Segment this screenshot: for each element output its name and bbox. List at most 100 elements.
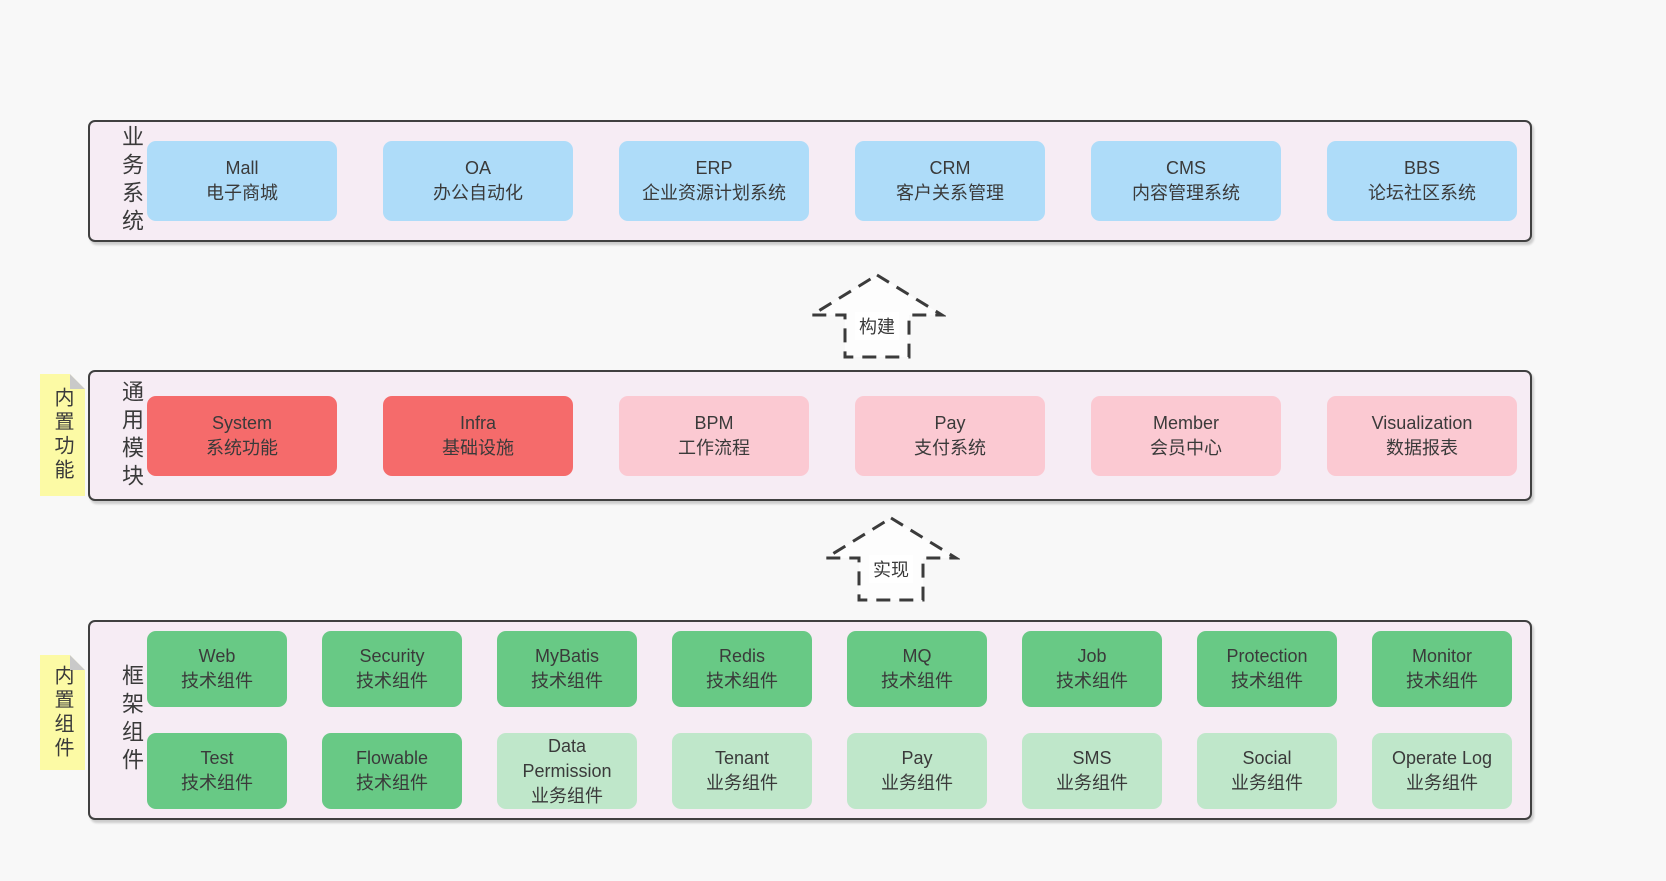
box-subtitle: 业务组件 — [881, 773, 953, 793]
arrow-implement: 实现 — [822, 515, 960, 603]
box-title: Tenant — [714, 748, 770, 768]
box-title: Member — [1152, 412, 1219, 433]
box-title: Pay — [934, 412, 966, 433]
box-subtitle: 支付系统 — [914, 437, 986, 458]
box-subtitle: 数据报表 — [1386, 437, 1458, 458]
layer-boxes: System 系统功能 Infra 基础设施 BPM 工作流程 Pay 支付系统 Member 会… — [147, 395, 1530, 476]
box-subtitle: 业务组件 — [531, 785, 603, 806]
box-subtitle: 技术组件 — [1056, 671, 1128, 691]
box-row: Mall 电子商城 OA 办公自动化 ERP 企业资源计划系统 CRM 客户关系管理 CMS 内容… — [147, 141, 1530, 221]
box-pay: Pay 支付系统 — [855, 395, 1045, 476]
box-operate-log: Operate Log 业务组件 — [1372, 733, 1512, 809]
box-subtitle: 技术组件 — [181, 671, 253, 691]
box-subtitle: 技术组件 — [706, 671, 778, 691]
box-subtitle: 技术组件 — [531, 671, 603, 691]
box-title: Protection — [1226, 646, 1308, 666]
box-member: Member 会员中心 — [1091, 395, 1281, 476]
box-web: Web 技术组件 — [147, 631, 287, 707]
box-social: Social 业务组件 — [1197, 733, 1337, 809]
arrow-implement-label: 实现 — [869, 555, 913, 583]
box-system: System 系统功能 — [147, 395, 337, 476]
box-subtitle: 技术组件 — [1231, 671, 1303, 691]
box-title: MQ — [902, 646, 932, 666]
box-title: Job — [1077, 646, 1107, 666]
box-data-permission: Data Permission 业务组件 — [497, 733, 637, 809]
box-title: BBS — [1403, 158, 1441, 178]
box-cms: CMS 内容管理系统 — [1091, 141, 1281, 221]
box-pay: Pay 业务组件 — [847, 733, 987, 809]
box-row: System 系统功能 Infra 基础设施 BPM 工作流程 Pay 支付系统 Member 会… — [147, 395, 1530, 476]
box-flowable: Flowable 技术组件 — [322, 733, 462, 809]
box-title: SMS — [1072, 748, 1112, 768]
box-subtitle: 办公自动化 — [433, 183, 523, 203]
box-title: Mall — [225, 158, 259, 178]
box-title: Monitor — [1411, 646, 1473, 666]
box-subtitle: 技术组件 — [1406, 671, 1478, 691]
box-job: Job 技术组件 — [1022, 631, 1162, 707]
box-mybatis: MyBatis 技术组件 — [497, 631, 637, 707]
box-title: Security — [359, 646, 425, 666]
layer-common-modules: 通用模块 System 系统功能 Infra 基础设施 BPM 工作流程 Pay 支付系统 Me… — [88, 370, 1532, 501]
box-title: System — [211, 412, 272, 433]
box-test: Test 技术组件 — [147, 733, 287, 809]
box-title: Social — [1242, 748, 1292, 768]
box-subtitle: 技术组件 — [181, 773, 253, 793]
arrow-build: 构建 — [808, 272, 946, 360]
box-protection: Protection 技术组件 — [1197, 631, 1337, 707]
box-erp: ERP 企业资源计划系统 — [619, 141, 809, 221]
box-crm: CRM 客户关系管理 — [855, 141, 1045, 221]
box-tenant: Tenant 业务组件 — [672, 733, 812, 809]
box-visualization: Visualization 数据报表 — [1327, 395, 1517, 476]
box-subtitle: 企业资源计划系统 — [642, 183, 786, 203]
box-title: Operate Log — [1391, 748, 1493, 768]
box-redis: Redis 技术组件 — [672, 631, 812, 707]
box-title: BPM — [694, 412, 734, 433]
box-subtitle: 论坛社区系统 — [1368, 183, 1476, 203]
box-subtitle: 业务组件 — [706, 773, 778, 793]
sticky-note-builtin-components: 内置组件 — [40, 655, 85, 770]
arrow-build-label: 构建 — [855, 312, 899, 340]
box-subtitle: 业务组件 — [1406, 773, 1478, 793]
layer-title: 业务系统 — [119, 125, 144, 237]
box-title: Flowable — [355, 748, 429, 768]
box-security: Security 技术组件 — [322, 631, 462, 707]
box-bbs: BBS 论坛社区系统 — [1327, 141, 1517, 221]
sticky-note-builtin-features: 内置功能 — [40, 374, 85, 496]
box-infra: Infra 基础设施 — [383, 395, 573, 476]
box-monitor: Monitor 技术组件 — [1372, 631, 1512, 707]
box-title: MyBatis — [534, 646, 599, 666]
box-title: OA — [464, 158, 491, 178]
box-subtitle: 技术组件 — [356, 671, 428, 691]
layer-title: 通用模块 — [119, 379, 144, 492]
layer-title: 框架组件 — [119, 664, 144, 776]
box-title: Data Permission — [522, 735, 612, 781]
box-title: CRM — [929, 158, 971, 178]
box-title: Web — [198, 646, 236, 666]
box-title: Redis — [718, 646, 766, 666]
box-subtitle: 业务组件 — [1231, 773, 1303, 793]
box-title: Infra — [459, 412, 497, 433]
box-subtitle: 客户关系管理 — [896, 183, 1004, 203]
layer-boxes: Mall 电子商城 OA 办公自动化 ERP 企业资源计划系统 CRM 客户关系管理 CMS 内容… — [147, 141, 1530, 221]
box-subtitle: 基础设施 — [442, 437, 514, 458]
box-subtitle: 内容管理系统 — [1132, 183, 1240, 203]
box-title: Test — [200, 748, 234, 768]
box-sms: SMS 业务组件 — [1022, 733, 1162, 809]
box-subtitle: 会员中心 — [1150, 437, 1222, 458]
box-mall: Mall 电子商城 — [147, 141, 337, 221]
box-title: ERP — [695, 158, 733, 178]
box-subtitle: 工作流程 — [678, 437, 750, 458]
box-title: Pay — [901, 748, 933, 768]
box-subtitle: 业务组件 — [1056, 773, 1128, 793]
box-title: CMS — [1166, 158, 1206, 178]
box-subtitle: 系统功能 — [206, 437, 278, 458]
box-oa: OA 办公自动化 — [383, 141, 573, 221]
box-title: Visualization — [1371, 412, 1473, 433]
box-subtitle: 电子商城 — [206, 183, 278, 203]
box-subtitle: 技术组件 — [356, 773, 428, 793]
